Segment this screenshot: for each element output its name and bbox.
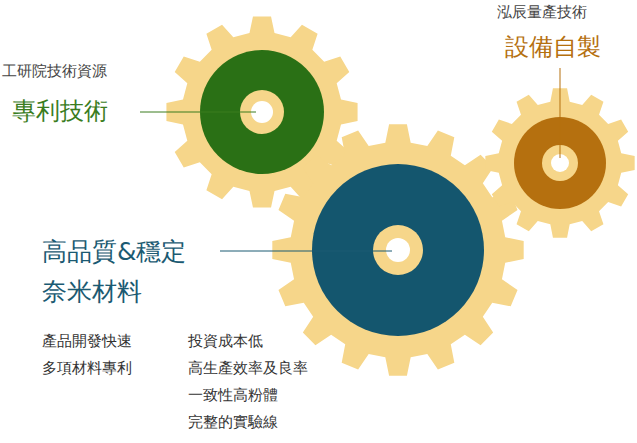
feature-note: 多項材料專利 [42,359,132,379]
gear-label: 高品質&穩定 奈米材料 [42,232,202,312]
gear-hole [386,238,410,262]
feature-note: 一致性高粉體 [188,386,278,406]
gear-hub [373,225,423,275]
leader-line [140,112,256,113]
leader-line [220,251,392,252]
gear-disc [312,164,484,336]
feature-note: 完整的實驗線 [188,413,278,433]
gears [166,16,634,375]
feature-note: 投資成本低 [188,332,263,352]
feature-note: 高生產效率及良率 [188,359,308,379]
leader-line [560,68,561,158]
gear-label: 專利技術 [12,96,108,127]
feature-note: 產品開發快速 [42,332,132,352]
gear-label: 設備自製 [505,32,601,63]
source-label: 泓辰量產技術 [497,3,587,23]
source-label: 工研院技術資源 [2,62,107,82]
